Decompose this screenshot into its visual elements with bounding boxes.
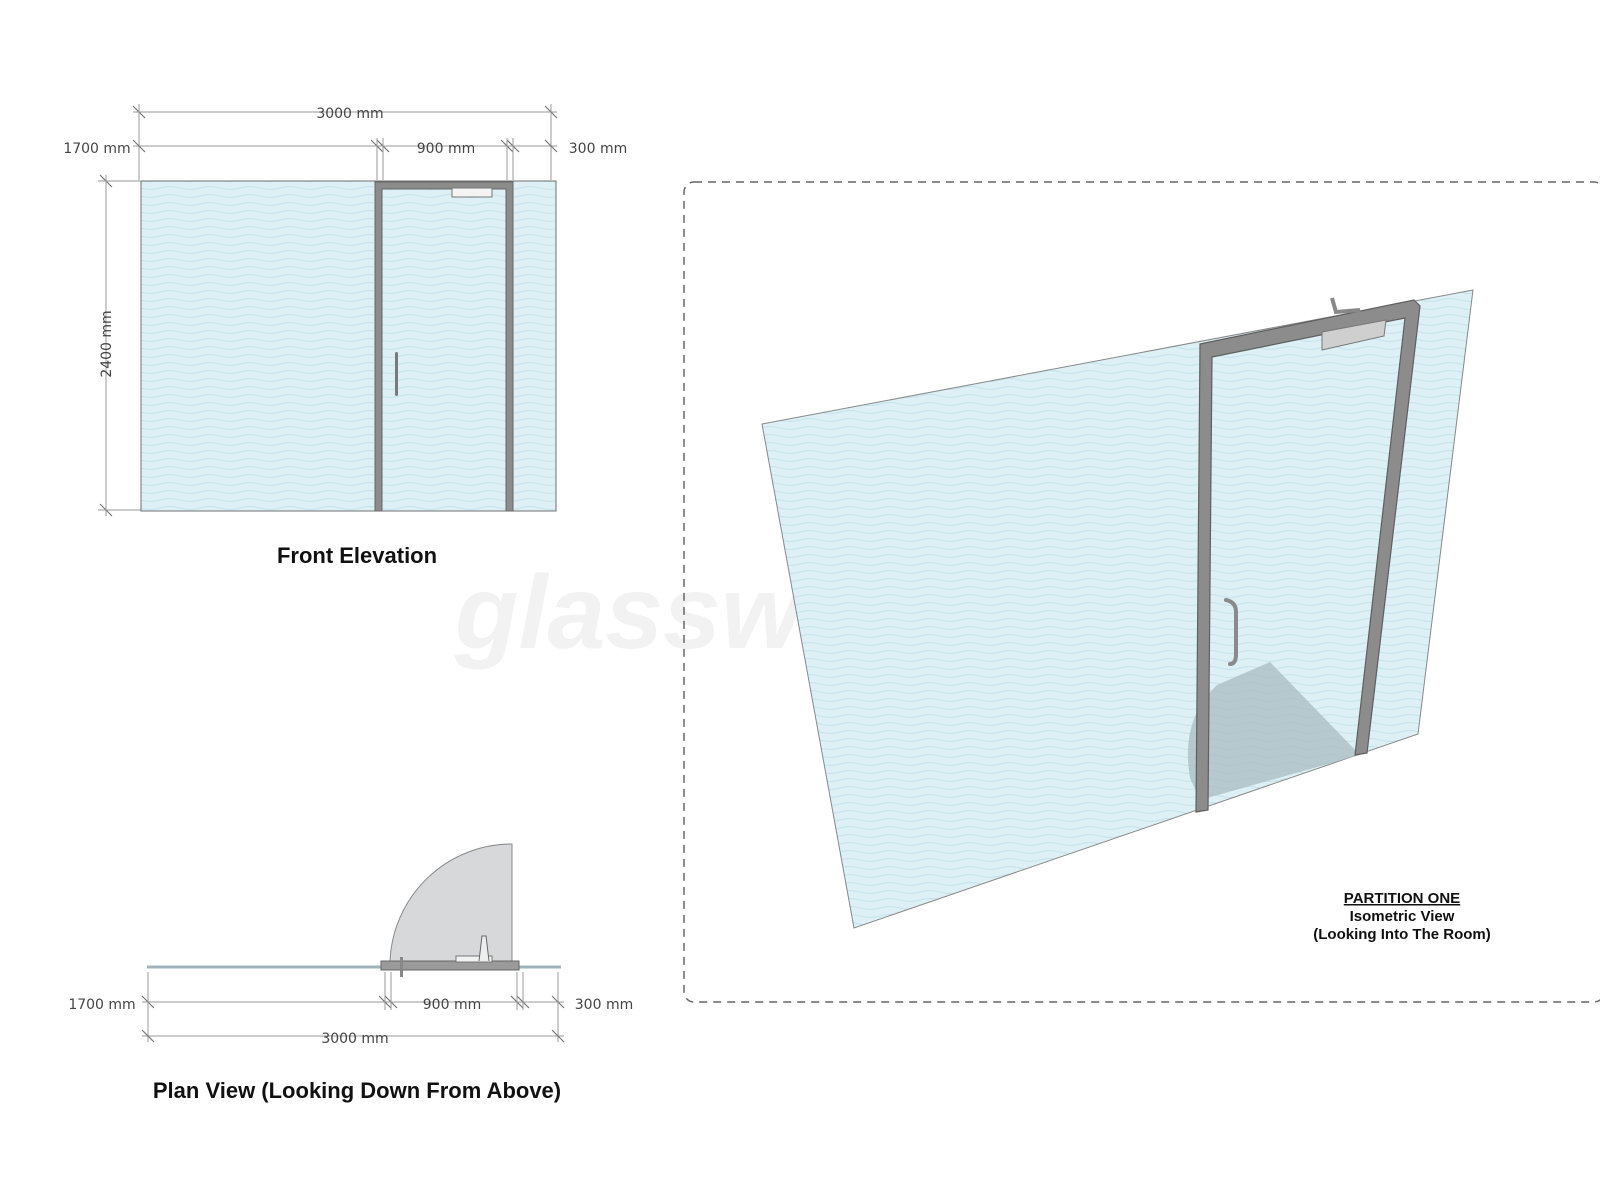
plan-dimension-lines [141,972,565,1043]
plan-view: 1700 mm 900 mm 300 mm 3000 mm Plan View … [68,843,633,1103]
iso-closer-arm [1330,297,1361,315]
front-door-frame [374,181,514,512]
front-door-handle [395,352,398,396]
isometric-view-frame [683,181,1600,1003]
iso-door-handle [1224,598,1238,666]
iso-glass-partition [761,289,1474,929]
front-dim-overall-width: 3000 mm [316,106,383,122]
plan-view-title: Plan View (Looking Down From Above) [153,1078,561,1103]
iso-caption-line2: (Looking Into The Room) [1313,926,1490,943]
front-dimension-lines [98,104,558,517]
front-elevation: 3000 mm 1700 mm 900 mm 300 mm 2400 mm Fr… [63,104,627,568]
plan-dim-right-panel: 300 mm [575,997,633,1013]
front-dim-door: 900 mm [417,141,475,157]
plan-door-frame [380,960,520,971]
front-dim-left-panel: 1700 mm [63,141,130,157]
iso-door-closer [1321,319,1387,351]
plan-door-closer [455,955,493,963]
iso-caption-line1: Isometric View [1350,908,1455,925]
plan-door-swing-arc [389,843,513,963]
iso-door-frame [1195,299,1421,813]
plan-dim-left-panel: 1700 mm [68,997,135,1013]
front-door-closer [451,187,493,198]
front-elevation-title: Front Elevation [277,543,437,568]
plan-dim-door: 900 mm [423,997,481,1013]
plan-door-handle [400,957,403,977]
front-dim-height: 2400 mm [99,310,115,377]
isometric-view: PARTITION ONE Isometric View (Looking In… [683,181,1600,1003]
front-glass-partition [140,180,557,512]
plan-closer-arm [478,935,490,962]
iso-caption-title: PARTITION ONE [1344,890,1460,907]
iso-door-swing-shadow [1187,662,1360,800]
plan-dim-overall-width: 3000 mm [321,1031,388,1047]
front-dim-right-panel: 300 mm [569,141,627,157]
